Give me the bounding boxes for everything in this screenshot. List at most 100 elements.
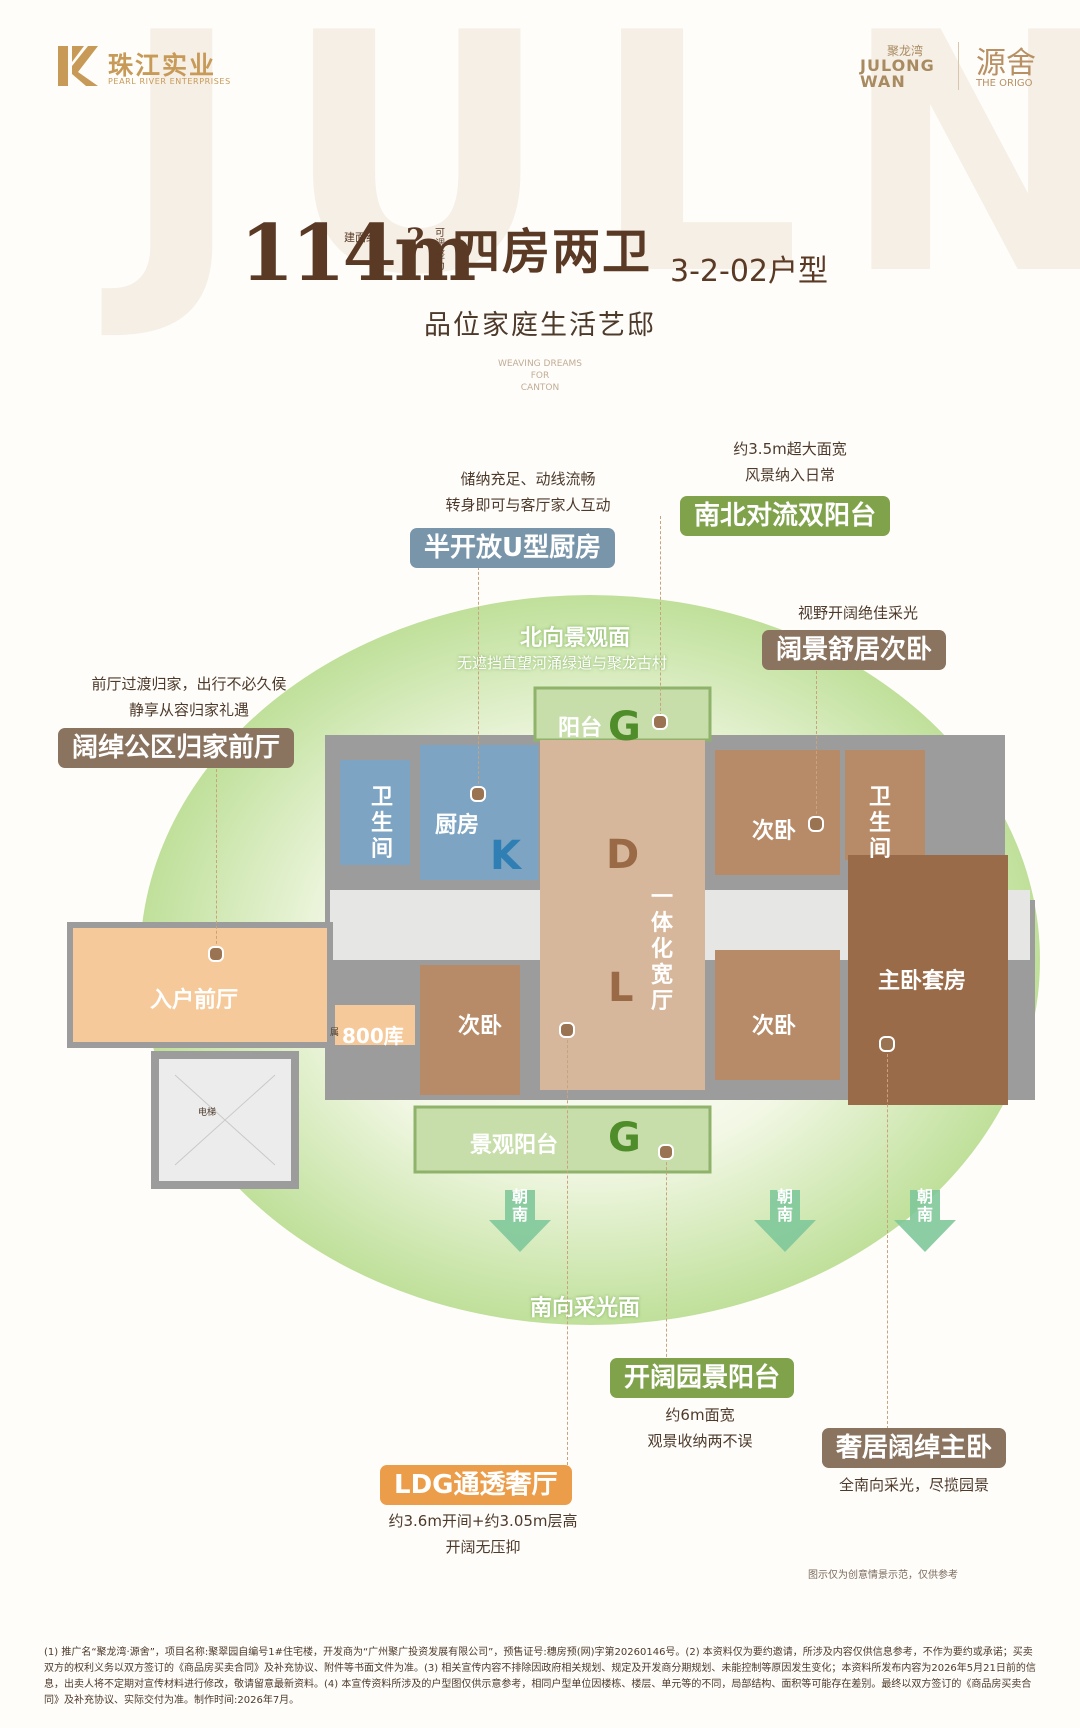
weaving-tagline: WEAVING DREAMS FOR CANTON — [0, 358, 1080, 394]
area-note: 建面约 — [344, 231, 377, 244]
balcony-ns-desc: 约3.5m超大面宽 风景纳入日常 — [700, 436, 880, 488]
leader-foyer — [216, 764, 217, 954]
room-master-bedroom: 主卧套房 — [878, 969, 967, 994]
south-arrow-text: 朝南 — [776, 1187, 793, 1224]
leader-kitchen — [478, 552, 479, 794]
project-name-en: JULONG WAN — [860, 56, 935, 91]
room-bedroom-sw: 次卧 — [458, 1014, 503, 1039]
company-name-en: PEARL RIVER ENTERPRISES — [108, 77, 231, 86]
marker-north-balcony — [652, 714, 668, 730]
leader-south-balcony — [666, 1152, 667, 1372]
garden-balcony-desc: 约6m面宽 观景收纳两不误 — [600, 1402, 800, 1454]
north-view-sub: 无遮挡直望河涌绿道与聚龙古村 — [457, 654, 668, 672]
project-name: 聚龙湾 — [887, 44, 924, 58]
adjust-note: 可调整为 — [435, 228, 445, 272]
room-kitchen: 厨房 — [435, 813, 480, 838]
ldg-desc: 约3.6m开间+约3.05m层高 开阔无压抑 — [368, 1508, 598, 1560]
subtitle: 品位家庭生活艺邸 — [424, 310, 656, 341]
kitchen-desc: 储纳充足、动线流畅 转身即可与客厅家人互动 — [418, 466, 638, 518]
south-view-label: 南向采光面 — [530, 1296, 641, 1321]
weaving-line: WEAVING DREAMS — [497, 359, 583, 369]
foyer-desc: 前厅过渡归家，出行不必久侯 静享从容归家礼遇 — [64, 671, 314, 723]
letter-k: K — [490, 833, 521, 879]
marker-foyer — [208, 946, 224, 962]
marker-master — [879, 1036, 895, 1052]
room-living-vertical: 一体化宽厅 — [650, 885, 673, 1014]
north-balcony-floor — [533, 686, 712, 742]
foyer-tag: 阔绰公区归家前厅 — [58, 728, 295, 768]
area-value: 114m — [240, 208, 476, 299]
footer-legal: (1) 推广名“聚龙湾·源舍”，项目名称:聚翠园自编号1#住宅楼，开发商为“广州… — [44, 1647, 1036, 1706]
leader-bedroom-ne — [816, 666, 817, 824]
room-elevator: 电梯 — [198, 1108, 217, 1118]
desc-line: 约3.6m开间+约3.05m层高 — [388, 1512, 578, 1530]
marker-ldg — [559, 1022, 575, 1038]
kitchen-floor — [420, 745, 538, 880]
room-north-balcony: 阳台 — [558, 716, 603, 741]
marker-bedroom-ne — [808, 816, 824, 832]
layout-title: 四房两卫 — [452, 224, 653, 280]
image-disclaimer: 图示仅为创意情景示范，仅供参考 — [808, 1570, 958, 1581]
bedroom2-tag: 阔景舒居次卧 — [762, 630, 947, 670]
desc-line: 静享从容归家礼遇 — [128, 701, 249, 719]
bathroom-2-floor — [845, 750, 925, 860]
bedroom-se-floor — [715, 950, 840, 1080]
weaving-line: FOR — [530, 371, 550, 381]
room-foyer: 入户前厅 — [150, 988, 239, 1013]
room-south-balcony: 景观阳台 — [470, 1133, 559, 1158]
series-name: 源舍 — [976, 46, 1036, 81]
ldg-tag: LDG通透奢厅 — [380, 1465, 572, 1505]
desc-line: 转身即可与客厅家人互动 — [445, 496, 611, 514]
south-arrow-1: 朝南 — [490, 1188, 550, 1258]
weaving-line: CANTON — [520, 383, 560, 393]
master-tag: 奢居阔绰主卧 — [822, 1428, 1007, 1468]
area-superscript: 2 — [406, 222, 426, 255]
south-arrow-text: 朝南 — [511, 1187, 528, 1224]
letter-d: D — [606, 832, 640, 878]
north-view-label: 北向景观面 — [520, 626, 631, 651]
bathroom-1-floor — [340, 760, 410, 865]
garden-balcony-tag: 开阔园景阳台 — [610, 1358, 795, 1398]
south-arrow-2: 朝南 — [755, 1188, 815, 1258]
room-bathroom-2: 卫生间 — [868, 785, 891, 862]
master-desc: 全南向采光，尽揽园景 — [814, 1472, 1014, 1498]
marker-kitchen — [470, 786, 486, 802]
balcony-ns-tag: 南北对流双阳台 — [680, 496, 891, 536]
background-letters: JULNU — [120, 0, 1080, 347]
elevator-box — [151, 1051, 299, 1189]
room-bedroom-ne: 次卧 — [752, 819, 797, 844]
pearl-river-logo-icon — [58, 46, 98, 86]
room-bedroom-se: 次卧 — [752, 1014, 797, 1039]
leader-ldg — [567, 1030, 568, 1470]
room-storage: 800库 — [342, 1024, 404, 1048]
letter-g-north: G — [608, 704, 641, 750]
desc-line: 约3.5m超大面宽 — [733, 440, 847, 458]
master-bedroom-floor — [848, 855, 1008, 1105]
bedroom-sw-floor — [420, 965, 520, 1095]
company-name: 珠江实业 — [108, 51, 217, 80]
letter-l: L — [608, 965, 634, 1011]
desc-line: 全南向采光，尽揽园景 — [838, 1476, 989, 1494]
desc-line: 开阔无压抑 — [445, 1538, 521, 1556]
floor-plan — [67, 595, 1040, 1325]
storage-floor — [335, 1005, 415, 1045]
bedroom2-desc: 视野开阔绝佳采光 — [768, 600, 948, 626]
leader-master — [887, 1044, 888, 1429]
desc-line: 储纳充足、动线流畅 — [460, 470, 596, 488]
foyer-floor — [67, 922, 333, 1048]
marker-south-balcony — [658, 1144, 674, 1160]
storage-prefix: 属 — [330, 1028, 340, 1038]
series-name-en: THE ORIGO — [976, 78, 1033, 89]
room-bathroom-1: 卫生间 — [370, 785, 393, 862]
kitchen-tag: 半开放U型厨房 — [410, 528, 616, 568]
south-balcony-floor — [413, 1105, 712, 1174]
desc-line: 观景收纳两不误 — [647, 1432, 753, 1450]
desc-line: 约6m面宽 — [665, 1406, 735, 1424]
south-arrow-3: 朝南 — [895, 1188, 955, 1258]
desc-line: 前厅过渡归家，出行不必久侯 — [91, 675, 287, 693]
desc-line: 视野开阔绝佳采光 — [797, 604, 918, 622]
leader-balcony — [660, 516, 661, 721]
south-arrow-shapes — [489, 1190, 956, 1252]
unit-code: 3-2-02户型 — [670, 254, 828, 289]
